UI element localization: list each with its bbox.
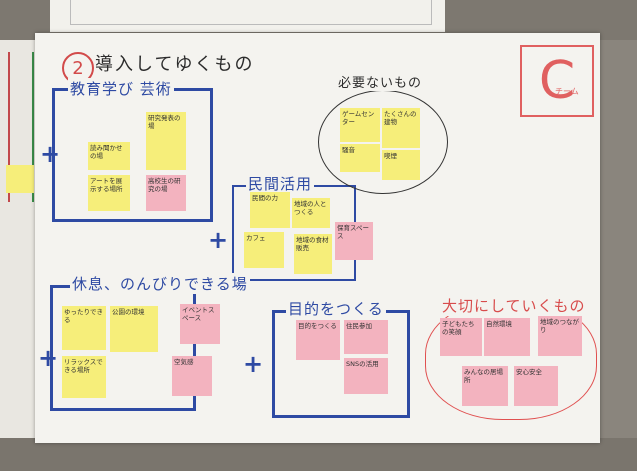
sticky-note: SNSの活用 <box>344 358 388 394</box>
bottom-desk <box>0 438 637 471</box>
plus-purpose: + <box>243 350 264 378</box>
cloud-needed-label: 必要ないもの <box>336 72 425 91</box>
team-letter: C <box>538 51 576 111</box>
sticky-note: 保育スペース <box>335 222 373 260</box>
sticky-note: たくさんの建物 <box>382 108 420 148</box>
sticky-note: 空気感 <box>172 356 212 396</box>
plus-education: + <box>40 140 61 168</box>
sticky-note: 公園の環境 <box>110 306 158 352</box>
frame-purpose <box>272 310 410 418</box>
sticky-note: アートを展示する場所 <box>88 175 130 211</box>
cloud-important-label: 大切にしていくもの <box>440 295 588 316</box>
sticky-note: 目的をつくる <box>296 320 340 360</box>
plus-rest: + <box>38 344 59 372</box>
frame-education <box>52 88 213 222</box>
sticky-note: ゲームセンター <box>340 108 380 142</box>
sticky-note: 地域の食材販売 <box>294 234 332 274</box>
frame-rest-label: 休息、のんびりできる場 <box>70 273 250 294</box>
sticky-note: 読み聞かせの場 <box>88 142 130 170</box>
sticky-note: ゆったりできる <box>62 306 106 350</box>
frame-education-label: 教育学び 芸術 <box>68 78 174 99</box>
left-sticky-note <box>6 165 34 193</box>
frame-purpose-label: 目的をつくる <box>286 298 386 319</box>
left-paper <box>0 40 40 440</box>
frame-private-label: 民間活用 <box>246 173 315 194</box>
sticky-note: みんなの居場所 <box>462 366 508 406</box>
board-title: 導入してゆくもの <box>95 54 255 75</box>
right-desk <box>600 40 637 471</box>
sticky-note: 高校生の研究の場 <box>146 175 186 211</box>
sticky-note: カフェ <box>244 232 284 268</box>
sticky-note: イベントスペース <box>180 304 220 344</box>
sticky-note: 地域の人とつくる <box>292 198 330 228</box>
sticky-note: 喫煙 <box>382 150 420 180</box>
top-paper <box>50 0 445 32</box>
sticky-note: 安心安全 <box>514 366 558 406</box>
sticky-note: 地域のつながり <box>538 316 582 356</box>
sticky-note: 民間の力 <box>250 192 290 228</box>
sticky-note: 研究発表の場 <box>146 112 186 170</box>
team-sub-label: チーム <box>555 87 579 96</box>
sticky-note: 自然環境 <box>484 318 530 356</box>
sticky-note: 住民参加 <box>344 320 388 354</box>
sticky-note: リラックスできる場所 <box>62 356 106 398</box>
top-paper-grid <box>70 0 432 25</box>
plus-private: + <box>208 226 229 254</box>
team-badge: C <box>520 45 594 117</box>
sticky-note: 騒音 <box>340 144 380 172</box>
left-paper-stripe <box>8 52 34 202</box>
sticky-note: 子どもたちの笑顔 <box>440 318 482 356</box>
